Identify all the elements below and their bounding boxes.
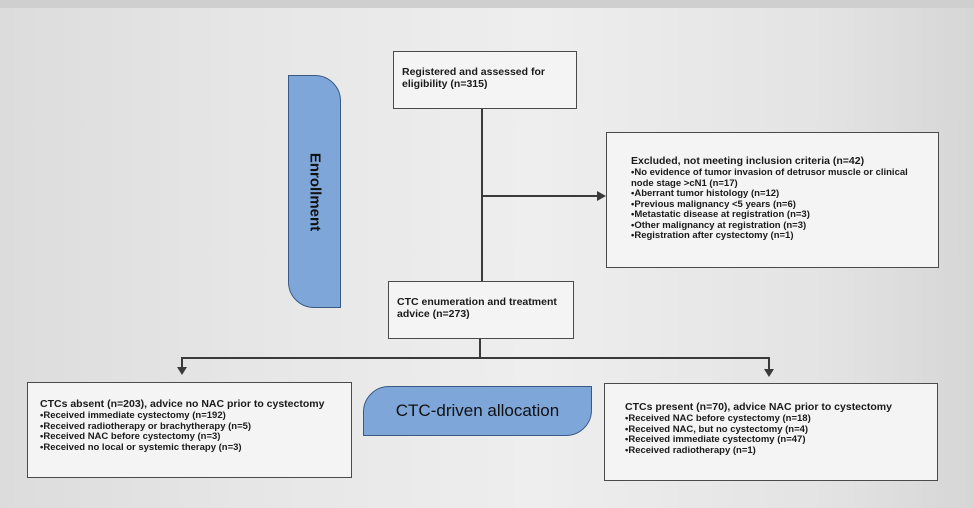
allocation-label-box: CTC-driven allocation	[363, 386, 592, 436]
enumeration-box: CTC enumeration and treatment advice (n=…	[388, 281, 574, 339]
excluded-item: Other malignancy at registration (n=3)	[631, 220, 928, 232]
ctc-absent-item: Received radiotherapy or brachytherapy (…	[40, 421, 343, 433]
allocation-label: CTC-driven allocation	[395, 401, 560, 420]
excluded-box: Excluded, not meeting inclusion criteria…	[606, 132, 939, 268]
ctc-present-item: Received NAC, but no cystectomy (n=4)	[625, 424, 929, 436]
excluded-item: Metastatic disease at registration (n=3)	[631, 209, 928, 221]
connector-left-drop	[181, 357, 183, 369]
enrollment-label-box: Enrollment	[288, 75, 341, 308]
ctc-present-item: Received radiotherapy (n=1)	[625, 445, 929, 457]
excluded-item: Registration after cystectomy (n=1)	[631, 230, 928, 242]
registered-text: Registered and assessed for eligibility …	[402, 66, 545, 90]
ctc-present-box: CTCs present (n=70), advice NAC prior to…	[604, 383, 938, 481]
excluded-item: No evidence of tumor invasion of detruso…	[631, 167, 928, 189]
ctc-absent-box: CTCs absent (n=203), advice no NAC prior…	[27, 382, 352, 478]
excluded-title: Excluded, not meeting inclusion criteria…	[631, 155, 865, 167]
enumeration-text: CTC enumeration and treatment advice (n=…	[397, 296, 557, 320]
arrow-to-excluded	[597, 191, 606, 201]
ctc-absent-item: Received immediate cystectomy (n=192)	[40, 410, 343, 422]
ctc-present-list: Received NAC before cystectomy (n=18) Re…	[625, 413, 929, 457]
ctc-absent-item: Received no local or systemic therapy (n…	[40, 442, 343, 454]
connector-to-excluded	[482, 195, 598, 197]
ctc-present-title: CTCs present (n=70), advice NAC prior to…	[625, 401, 892, 413]
photo-top-edge	[0, 0, 974, 8]
enrollment-label: Enrollment	[306, 152, 323, 231]
connector-enum-down	[479, 339, 481, 358]
registered-box: Registered and assessed for eligibility …	[393, 51, 577, 109]
ctc-present-item: Received immediate cystectomy (n=47)	[625, 434, 929, 446]
ctc-absent-title: CTCs absent (n=203), advice no NAC prior…	[40, 398, 325, 410]
arrow-to-ctc-present	[764, 369, 774, 377]
excluded-item: Aberrant tumor histology (n=12)	[631, 188, 928, 200]
ctc-absent-list: Received immediate cystectomy (n=192) Re…	[40, 410, 343, 454]
ctc-present-item: Received NAC before cystectomy (n=18)	[625, 413, 929, 425]
arrow-to-ctc-absent	[177, 367, 187, 375]
connector-right-drop	[768, 357, 770, 371]
excluded-list: No evidence of tumor invasion of detruso…	[631, 167, 928, 242]
connector-split-horizontal	[181, 357, 770, 359]
ctc-absent-item: Received NAC before cystectomy (n=3)	[40, 431, 343, 443]
excluded-item: Previous malignancy <5 years (n=6)	[631, 199, 928, 211]
